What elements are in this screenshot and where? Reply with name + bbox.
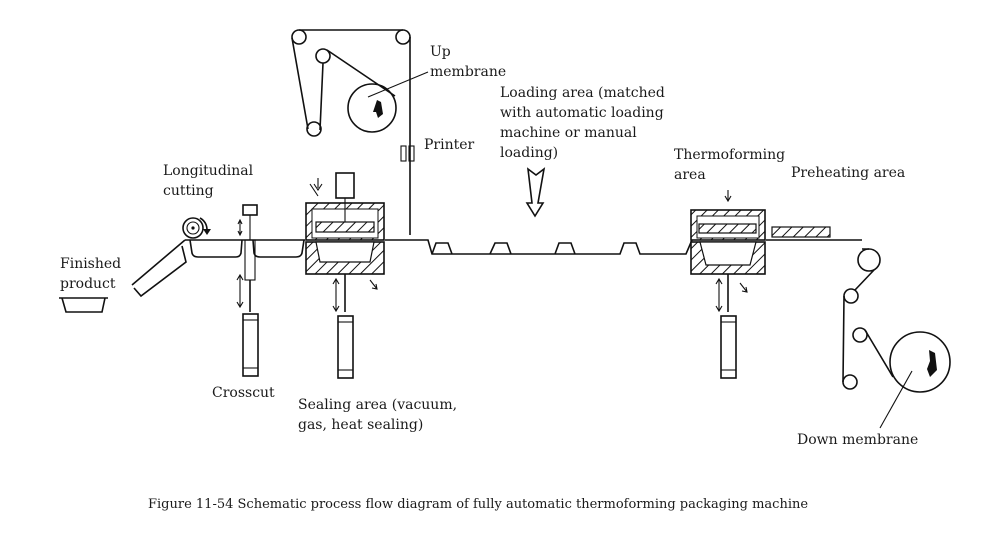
label-line: Longitudinal [163, 163, 254, 179]
sealing-actuator [335, 172, 355, 199]
printer-head [408, 145, 415, 162]
label-printer: Printer [424, 137, 475, 153]
down-membrane-core [927, 350, 937, 377]
sealed-pockets [189, 239, 305, 258]
label-line: Sealing area (vacuum, [298, 397, 457, 413]
sealing-lower-cavity [315, 241, 375, 263]
discharge-chute [131, 239, 187, 298]
label-preheating-area: Preheating area [791, 165, 905, 181]
thermoforming-lift-arrow [715, 277, 723, 313]
thermoforming-heater [698, 223, 757, 234]
label-line: Finished [60, 256, 121, 272]
label-line: membrane [430, 64, 506, 80]
label-line: area [674, 167, 706, 183]
guide-roller [843, 288, 859, 304]
up-membrane-core [373, 100, 383, 118]
up-membrane-web [291, 29, 411, 235]
label-crosscut: Crosscut [212, 385, 275, 401]
mold-vent-arrow [739, 282, 748, 293]
guide-roller [306, 121, 322, 137]
label-up-membrane: Up membrane [430, 44, 506, 80]
guide-roller [395, 29, 411, 45]
guide-roller [291, 29, 307, 45]
label-longitudinal-cutting: Longitudinal cutting [163, 163, 254, 199]
up-membrane-unwind [291, 29, 429, 235]
label-thermoforming-area: Thermoforming area [674, 147, 785, 183]
longitudinal-cutter [182, 217, 211, 239]
thermoforming-air-arrow [724, 190, 732, 203]
label-line: loading) [500, 145, 558, 161]
down-membrane-roll [889, 331, 951, 393]
preheating-plate [771, 226, 831, 238]
label-line: Up [430, 44, 451, 60]
label-line: with automatic loading [500, 105, 664, 121]
gas-out-arrow [369, 279, 378, 290]
thermoforming-cavity [699, 241, 757, 266]
printer [400, 145, 415, 162]
label-line: Thermoforming [674, 147, 785, 163]
rotation-arrow [199, 217, 208, 231]
label-line: cutting [163, 183, 214, 199]
crosscut-lift-arrow [236, 273, 244, 309]
printer-head [400, 145, 407, 162]
guide-roller [842, 374, 858, 390]
down-membrane-unwind [842, 248, 951, 429]
label-down-membrane: Down membrane [797, 432, 918, 448]
label-loading-area: Loading area (matched with automatic load… [500, 85, 665, 161]
label-finished-product: Finished product [60, 256, 121, 292]
crosscut-blade-arrow [237, 218, 243, 237]
vacuum-gas-in-arrow [309, 178, 323, 197]
thermoforming-station [690, 190, 766, 379]
label-line: gas, heat sealing) [298, 417, 423, 433]
longitudinal-cutter-hub [191, 226, 195, 230]
sealing-lift-arrow [332, 277, 340, 313]
sealing-heat-plate [315, 221, 375, 233]
finished-product-tray [59, 297, 108, 313]
rotation-arrow-head [203, 229, 211, 235]
crosscut-station [236, 204, 259, 377]
up-membrane-roll [347, 83, 397, 133]
label-sealing-area: Sealing area (vacuum, gas, heat sealing) [298, 397, 457, 433]
loading-arrow [525, 167, 546, 218]
sealing-cylinder [337, 315, 354, 379]
sealing-station [305, 172, 385, 379]
guide-roller [857, 248, 881, 272]
label-line: Loading area (matched [500, 85, 665, 101]
crosscut-head [242, 204, 258, 216]
label-line: machine or manual [500, 125, 637, 141]
longitudinal-cutter-ring [186, 221, 200, 235]
up-membrane-leader [367, 71, 429, 98]
figure-caption: Figure 11-54 Schematic process flow diag… [148, 497, 808, 512]
guide-roller [852, 327, 868, 343]
label-line: product [60, 276, 116, 292]
down-membrane-web [842, 248, 894, 383]
thermoforming-cylinder [720, 315, 737, 379]
crosscut-cylinder [242, 313, 259, 377]
down-membrane-leader [879, 370, 913, 429]
